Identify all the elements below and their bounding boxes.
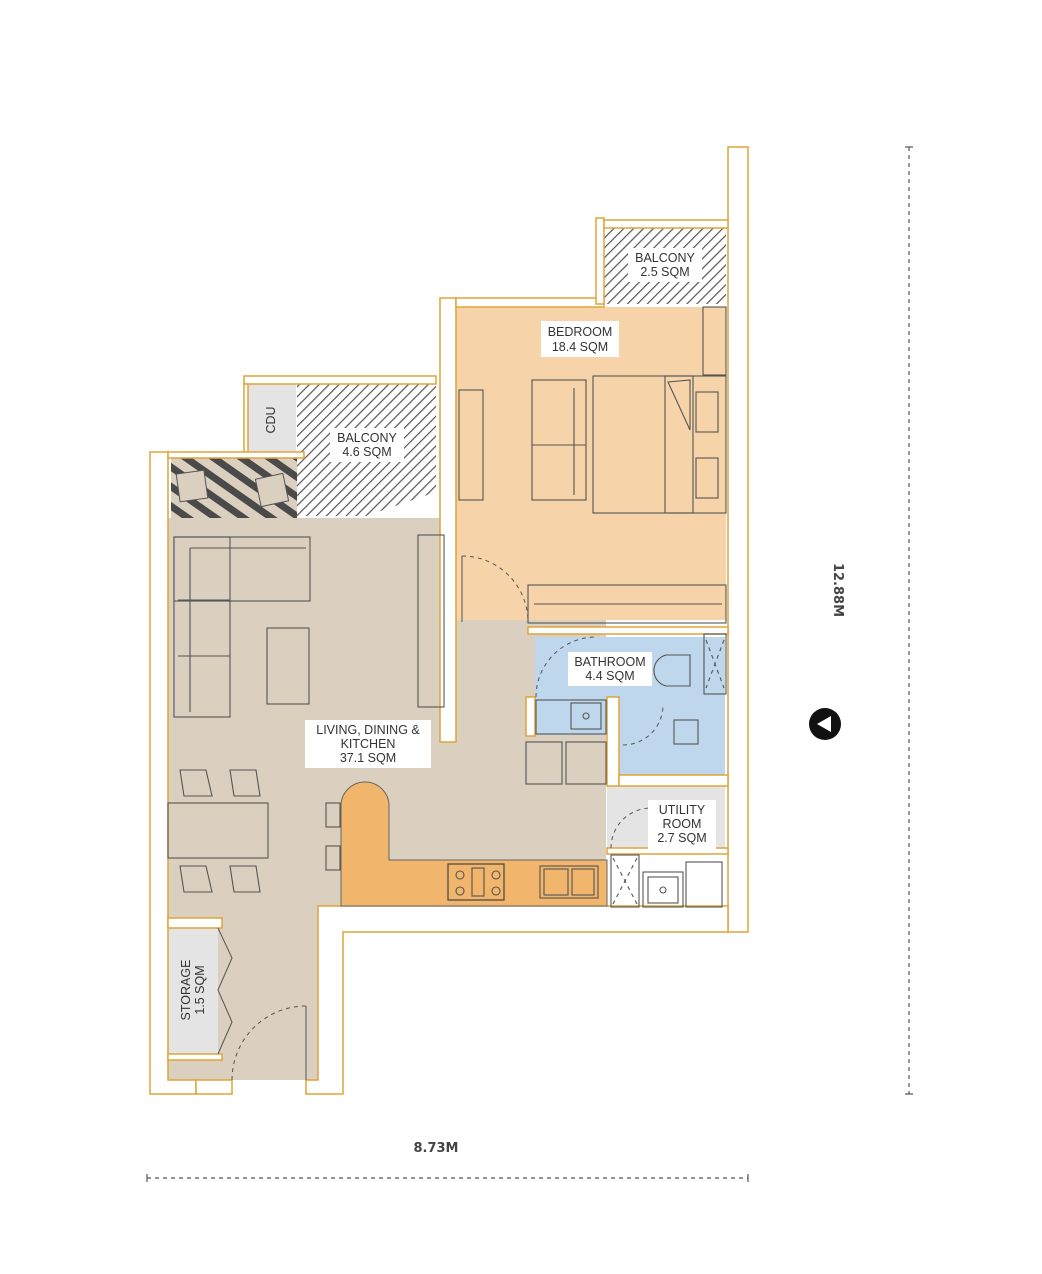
wall-bottom-right	[305, 905, 729, 1095]
living-floor	[168, 518, 456, 918]
utility-area: 2.7 SQM	[657, 831, 706, 845]
living-furniture	[167, 534, 607, 893]
balcony-main-clear	[366, 492, 436, 516]
wall-balcony-small-top	[603, 219, 729, 229]
wall-bath-left	[525, 696, 536, 737]
wall-bath-divider	[606, 696, 620, 787]
balcony-chairs	[175, 469, 290, 508]
dimension-height: 12.88M	[830, 146, 913, 1095]
wall-storage-top	[167, 917, 223, 929]
utility-name-line2: ROOM	[663, 817, 702, 831]
bathroom-fixtures	[535, 633, 727, 745]
wall-entry-bottom	[195, 1079, 233, 1095]
storage-name: STORAGE	[179, 960, 193, 1021]
kitchen-counter	[340, 781, 608, 907]
width-dimension-label: 8.73M	[413, 1141, 458, 1156]
label-balcony-main: BALCONY 4.6 SQM	[330, 428, 404, 462]
bathroom-area: 4.4 SQM	[585, 669, 634, 683]
bathroom-name: BATHROOM	[574, 655, 645, 669]
cdu-floor	[248, 384, 296, 454]
label-balcony-small: BALCONY 2.5 SQM	[628, 248, 702, 282]
label-bathroom: BATHROOM 4.4 SQM	[568, 652, 652, 686]
label-cdu: CDU	[264, 406, 278, 433]
balcony-main-area: 4.6 SQM	[342, 445, 391, 459]
label-utility: UTILITY ROOM 2.7 SQM	[648, 800, 716, 850]
balcony-main-name: BALCONY	[337, 431, 397, 445]
wall-cdu-left	[243, 383, 249, 455]
wall-bath-bottom	[618, 774, 729, 787]
bathroom-floor-lower	[619, 699, 725, 775]
balcony-small-area: 2.5 SQM	[640, 265, 689, 279]
bedroom-furniture	[458, 306, 727, 624]
utility-name-line1: UTILITY	[659, 803, 706, 817]
label-bedroom: BEDROOM 18.4 SQM	[541, 321, 619, 357]
living-name-line1: LIVING, DINING &	[316, 723, 420, 737]
kitchen-sink	[539, 865, 599, 899]
bedroom-name: BEDROOM	[548, 325, 613, 339]
height-dimension-label: 12.88M	[830, 563, 845, 617]
entry-door-swing	[231, 1005, 307, 1081]
cdu-name: CDU	[264, 406, 278, 433]
bathroom-door-swing	[535, 636, 597, 698]
storage-folding-door	[217, 927, 233, 1055]
bedroom-door-swing	[461, 555, 529, 623]
living-name-line2: KITCHEN	[341, 737, 396, 751]
wall-storage-bottom	[167, 1053, 223, 1061]
label-storage: STORAGE 1.5 SQM	[179, 960, 207, 1021]
doors	[217, 555, 664, 1081]
wall-balcony-rail	[167, 451, 305, 459]
balcony-small-name: BALCONY	[635, 251, 695, 265]
dimension-width: 8.73M	[146, 1141, 749, 1182]
bedroom-area: 18.4 SQM	[552, 340, 608, 354]
wall-balcony-top	[243, 375, 437, 385]
storage-floor	[168, 928, 218, 1054]
wall-balcony-small-left	[595, 217, 605, 305]
north-arrow-icon	[809, 708, 841, 740]
living-area: 37.1 SQM	[340, 751, 396, 765]
storage-area: 1.5 SQM	[193, 965, 207, 1014]
wall-bedroom-top	[455, 297, 605, 308]
cooktop	[447, 863, 505, 901]
utility-fixtures	[610, 854, 723, 908]
bedroom-floor	[456, 307, 726, 620]
label-living: LIVING, DINING & KITCHEN 37.1 SQM	[305, 720, 431, 768]
walls	[149, 146, 749, 1095]
wall-bath-top	[527, 626, 729, 635]
wall-right-outer	[727, 146, 749, 933]
wall-bed-living-partition	[439, 297, 457, 743]
